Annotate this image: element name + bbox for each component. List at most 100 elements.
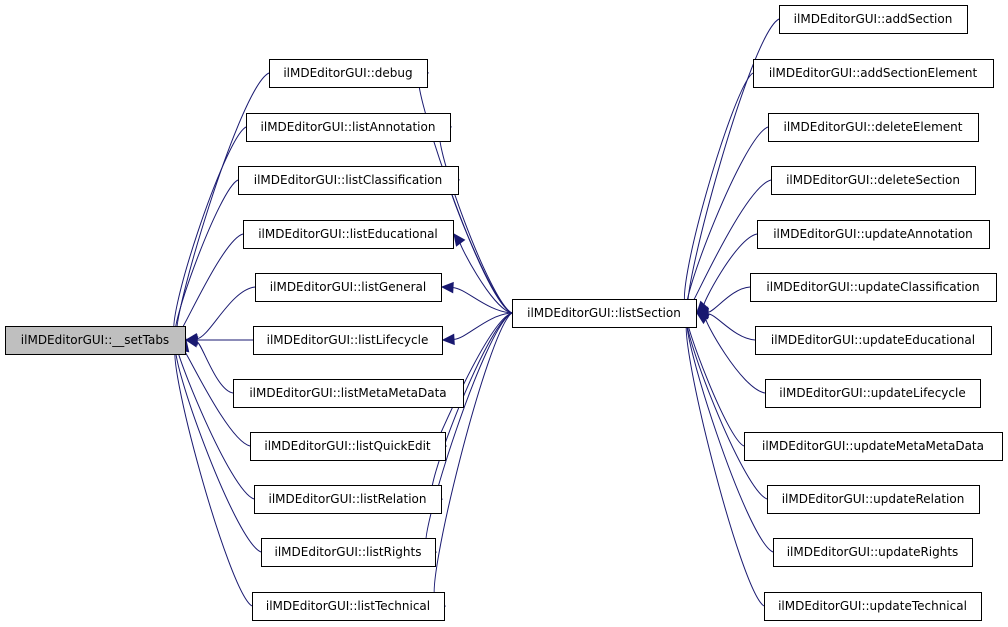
edge-list-section-to-list-lifecycle [441, 312, 513, 346]
edge-add-section-element-to-list-section [683, 72, 754, 314]
node-delete-section[interactable]: ilMDEditorGUI::deleteSection [771, 166, 976, 195]
edge-line [176, 345, 255, 500]
node-box [767, 485, 980, 514]
node-label: ilMDEditorGUI::listEducational [258, 227, 438, 241]
node-list-general[interactable]: ilMDEditorGUI::listGeneral [255, 273, 442, 302]
node-debug[interactable]: ilMDEditorGUI::debug [269, 59, 428, 88]
node-box [261, 538, 436, 567]
node-label: ilMDEditorGUI::listClassification [254, 173, 443, 187]
node-label: ilMDEditorGUI::listSection [527, 306, 681, 320]
node-box [753, 59, 994, 88]
node-add-section[interactable]: ilMDEditorGUI::addSection [779, 5, 968, 34]
edge-line [437, 312, 513, 439]
node-label: ilMDEditorGUI::debug [283, 66, 412, 80]
node-update-relation[interactable]: ilMDEditorGUI::updateRelation [767, 485, 980, 514]
node-label: ilMDEditorGUI::listQuickEdit [264, 439, 431, 453]
node-set-tabs: ilMDEditorGUI::__setTabs [5, 326, 186, 355]
node-list-rights[interactable]: ilMDEditorGUI::listRights [261, 538, 436, 567]
node-label: ilMDEditorGUI::deleteElement [784, 120, 963, 134]
node-list-classification[interactable]: ilMDEditorGUI::listClassification [238, 166, 459, 195]
node-list-lifecycle[interactable]: ilMDEditorGUI::listLifecycle [253, 326, 443, 355]
node-box [250, 432, 446, 461]
edge-update-educational-to-list-section [695, 307, 756, 341]
node-label: ilMDEditorGUI::updateTechnical [778, 599, 967, 613]
edge-update-annotation-to-list-section [696, 233, 758, 314]
edge-line [196, 341, 234, 394]
node-label: ilMDEditorGUI::listAnnotation [261, 120, 436, 134]
node-label: ilMDEditorGUI::updateEducational [771, 333, 975, 347]
node-list-relation[interactable]: ilMDEditorGUI::listRelation [254, 485, 442, 514]
node-box [238, 166, 459, 195]
node-list-educational[interactable]: ilMDEditorGUI::listEducational [243, 220, 454, 249]
node-label: ilMDEditorGUI::listRelation [269, 492, 427, 506]
node-box [744, 432, 1003, 461]
node-update-classification[interactable]: ilMDEditorGUI::updateClassification [750, 273, 997, 302]
node-list-technical[interactable]: ilMDEditorGUI::listTechnical [252, 592, 445, 621]
node-box [269, 59, 428, 88]
edge-list-section-to-list-educational [453, 233, 513, 314]
node-label: ilMDEditorGUI::listRights [275, 545, 422, 559]
edge-list-meta-meta-data-to-set-tabs [184, 336, 234, 394]
node-label: ilMDEditorGUI::updateRelation [782, 492, 965, 506]
edge-line [707, 313, 756, 341]
edge-line [686, 318, 774, 553]
arrowhead-icon [441, 333, 455, 346]
edge-line [703, 233, 758, 306]
node-update-educational[interactable]: ilMDEditorGUI::updateEducational [755, 326, 992, 355]
node-box [233, 379, 464, 408]
node-box [765, 379, 981, 408]
node-update-meta-meta-data[interactable]: ilMDEditorGUI::updateMetaMetaData [744, 432, 1003, 461]
node-update-annotation[interactable]: ilMDEditorGUI::updateAnnotation [757, 220, 990, 249]
arrowhead-icon [440, 281, 454, 294]
node-box [254, 485, 442, 514]
node-box [757, 220, 990, 249]
node-box [5, 326, 186, 355]
node-label: ilMDEditorGUI::listGeneral [270, 280, 426, 294]
edge-line [174, 345, 253, 607]
edge-line [453, 312, 513, 340]
edge-line [452, 287, 513, 314]
edge-line [685, 318, 765, 607]
edge-line [705, 318, 766, 394]
node-update-technical[interactable]: ilMDEditorGUI::updateTechnical [764, 592, 982, 621]
edge-line [686, 317, 745, 447]
edge-line [683, 72, 754, 309]
node-label: ilMDEditorGUI::updateLifecycle [779, 386, 965, 400]
edge-line [176, 72, 270, 334]
node-update-rights[interactable]: ilMDEditorGUI::updateRights [773, 538, 973, 567]
edge-line [175, 345, 262, 553]
node-add-section-element[interactable]: ilMDEditorGUI::addSectionElement [753, 59, 994, 88]
node-box [771, 166, 976, 195]
edge-list-annotation-to-set-tabs [173, 126, 247, 341]
node-label: ilMDEditorGUI::__setTabs [21, 333, 169, 347]
arrowhead-icon [453, 233, 466, 247]
node-label: ilMDEditorGUI::deleteSection [786, 173, 960, 187]
node-delete-element[interactable]: ilMDEditorGUI::deleteElement [768, 113, 979, 142]
node-label: ilMDEditorGUI::listMetaMetaData [249, 386, 446, 400]
node-label: ilMDEditorGUI::addSection [794, 12, 953, 26]
edge-line [459, 242, 513, 314]
node-label: ilMDEditorGUI::updateRights [787, 545, 959, 559]
edge-list-section-to-list-general [440, 281, 513, 314]
arrowhead-icon [184, 336, 199, 348]
node-list-section[interactable]: ilMDEditorGUI::listSection [512, 299, 697, 328]
arrowhead-icon [695, 312, 710, 325]
node-box [255, 273, 442, 302]
edge-line [425, 312, 513, 547]
edge-line [433, 312, 513, 601]
node-list-meta-meta-data[interactable]: ilMDEditorGUI::listMetaMetaData [233, 379, 464, 408]
node-box [755, 326, 992, 355]
edge-line [196, 286, 256, 340]
edge-update-relation-to-list-section [684, 312, 768, 500]
node-box [246, 113, 451, 142]
node-box [750, 273, 997, 302]
edge-line [707, 286, 751, 313]
node-box [252, 592, 445, 621]
node-box [253, 326, 443, 355]
node-label: ilMDEditorGUI::listTechnical [266, 599, 430, 613]
node-list-annotation[interactable]: ilMDEditorGUI::listAnnotation [246, 113, 451, 142]
edge-line [686, 317, 768, 500]
node-list-quick-edit[interactable]: ilMDEditorGUI::listQuickEdit [250, 432, 446, 461]
node-update-lifecycle[interactable]: ilMDEditorGUI::updateLifecycle [765, 379, 981, 408]
